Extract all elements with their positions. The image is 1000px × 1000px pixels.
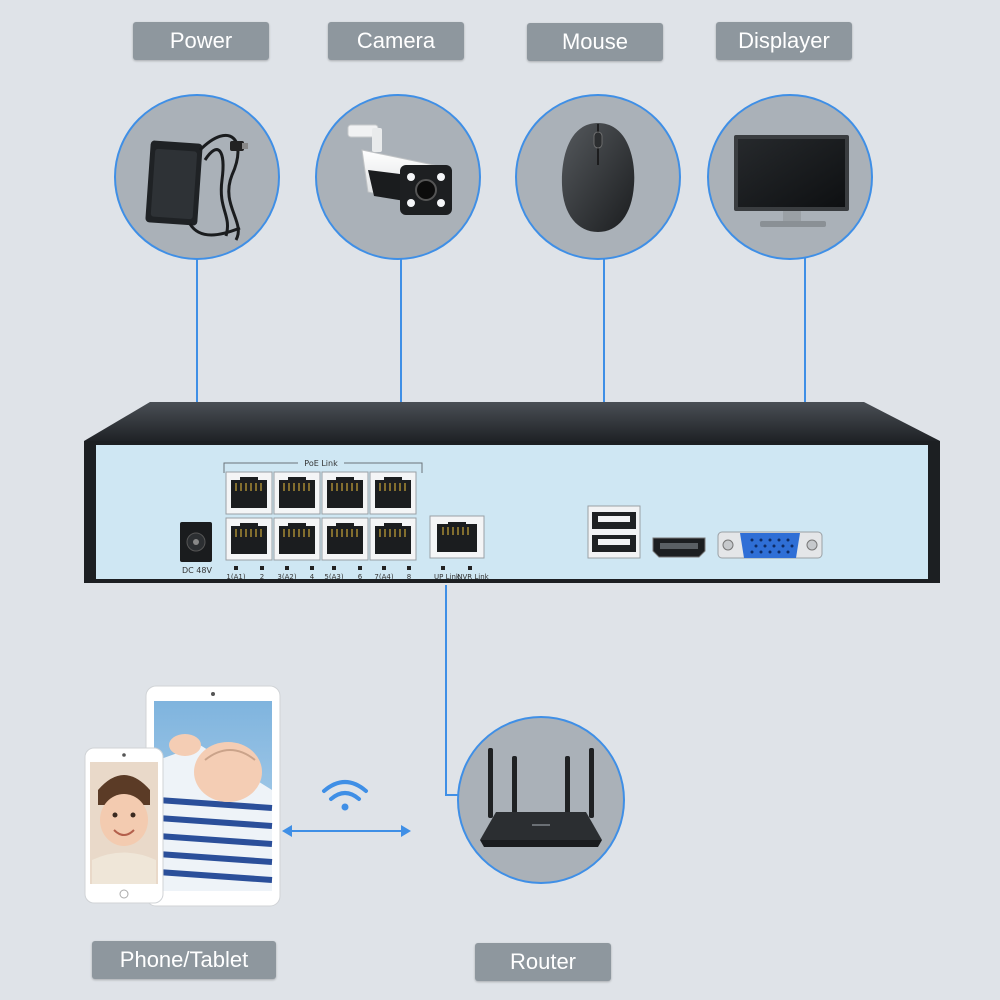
- poe-port[interactable]: [273, 517, 321, 561]
- port-label: 1(A1): [226, 573, 245, 581]
- port-label: 2: [260, 573, 264, 581]
- uplink-port[interactable]: [429, 515, 485, 559]
- port-led: [332, 566, 336, 570]
- up-link-label: UP Link: [434, 573, 461, 581]
- camera-label: Camera: [328, 22, 464, 60]
- port-label: 7(A4): [374, 573, 393, 581]
- poe-port[interactable]: [273, 471, 321, 515]
- tablet-icon: [145, 685, 281, 907]
- power-adapter-icon: [145, 133, 248, 241]
- displayer-label: Displayer: [716, 22, 852, 60]
- router-line: [445, 585, 460, 796]
- port-label: 6: [358, 573, 363, 581]
- router-icon: [480, 748, 602, 847]
- poe-port[interactable]: [321, 471, 369, 515]
- dc-power-jack[interactable]: [180, 522, 212, 562]
- poe-link-label: PoE Link: [304, 459, 338, 468]
- nvr-device: PoE Link DC 48V 1(A1) 2 3(A2) 4 5(A3) 6 7(A4) 8…: [84, 402, 940, 583]
- wireless-arrows: [282, 825, 411, 837]
- bullet-camera-icon: [347, 124, 452, 215]
- dc-label: DC 48V: [182, 566, 212, 575]
- router-label: Router: [475, 943, 611, 981]
- port-led: [234, 566, 238, 570]
- poe-port[interactable]: [369, 517, 417, 561]
- port-led: [382, 566, 386, 570]
- mouse-label: Mouse: [527, 23, 663, 61]
- port-led: [407, 566, 411, 570]
- port-label: 3(A2): [277, 573, 296, 581]
- port-led: [310, 566, 314, 570]
- nvr-link-label: NVR Link: [457, 573, 489, 581]
- monitor-icon: [734, 135, 849, 227]
- port-led: [285, 566, 289, 570]
- port-labels: 1(A1) 2 3(A2) 4 5(A3) 6 7(A4) 8: [226, 566, 411, 581]
- poe-ports: [225, 471, 417, 561]
- mouse-icon: [561, 123, 635, 232]
- phone-tablet-label: Phone/Tablet: [92, 941, 276, 979]
- poe-port[interactable]: [369, 471, 417, 515]
- phone-icon: [84, 747, 164, 904]
- hdmi-port[interactable]: [652, 537, 706, 558]
- wifi-icon: [322, 780, 368, 811]
- poe-port[interactable]: [225, 471, 273, 515]
- port-led: [358, 566, 362, 570]
- port-label: 8: [407, 573, 411, 581]
- port-led: [260, 566, 264, 570]
- poe-port[interactable]: [225, 517, 273, 561]
- vga-port[interactable]: [717, 531, 823, 559]
- port-label: 4: [310, 573, 315, 581]
- power-label: Power: [133, 22, 269, 60]
- usb-ports[interactable]: [587, 505, 641, 559]
- router-circle: [457, 716, 625, 884]
- port-label: 5(A3): [324, 573, 343, 581]
- poe-port[interactable]: [321, 517, 369, 561]
